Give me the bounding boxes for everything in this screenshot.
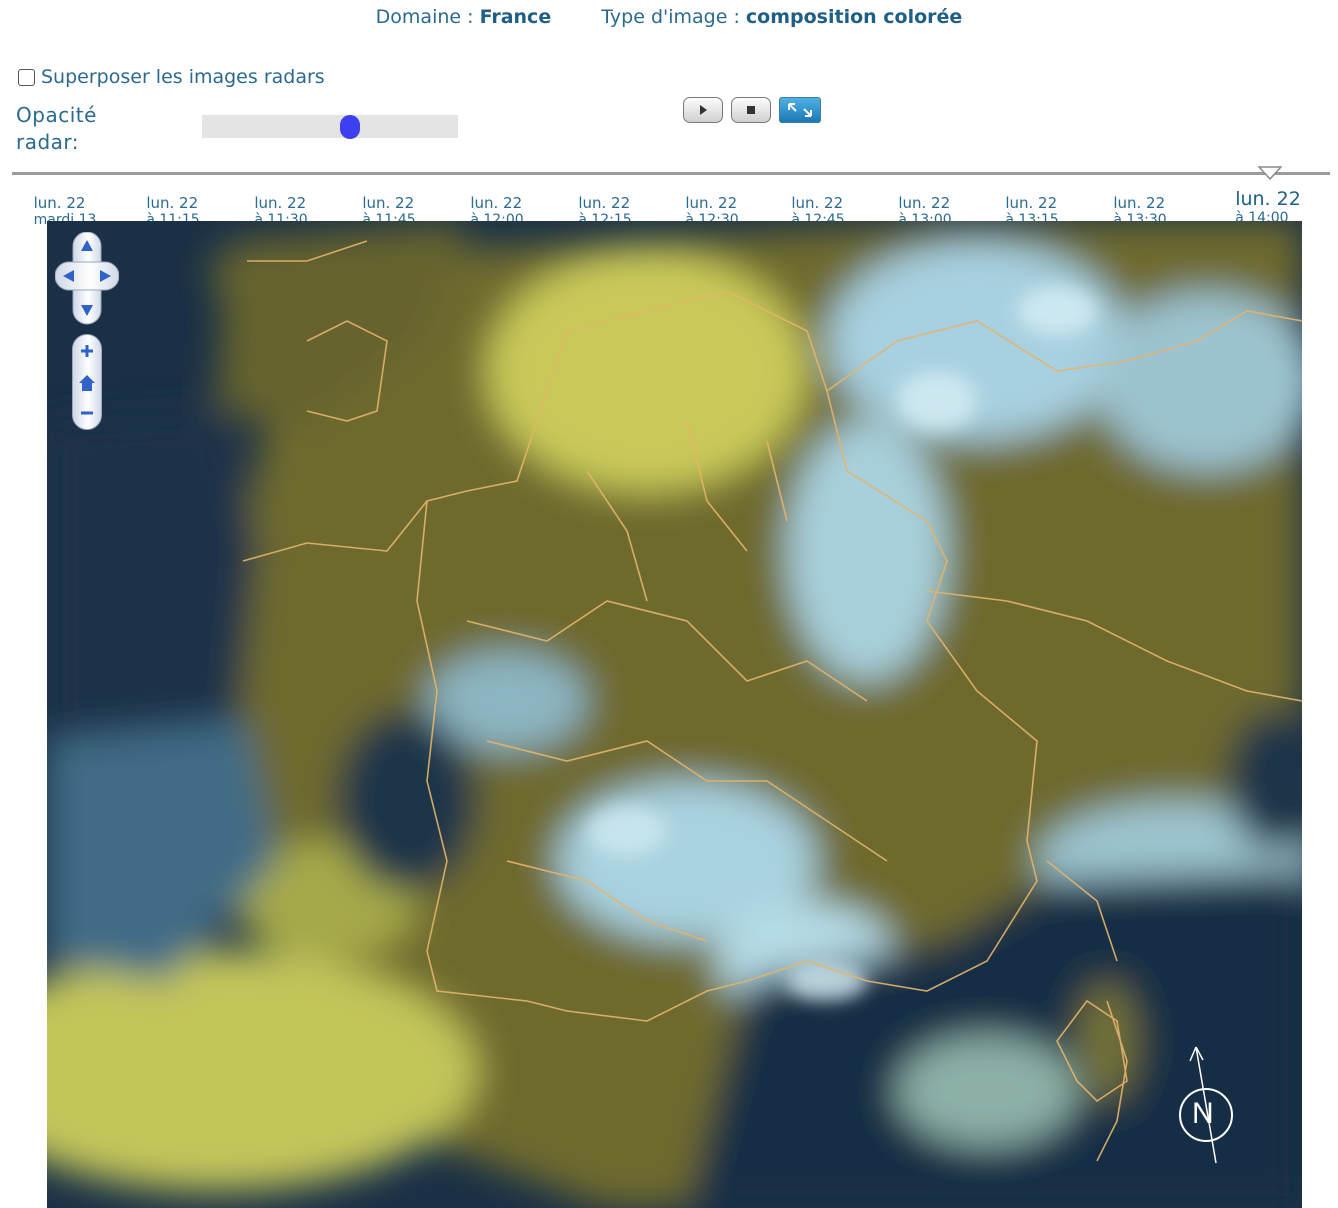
pan-up-icon[interactable] bbox=[79, 238, 95, 254]
north-arrow-icon bbox=[1179, 1046, 1233, 1164]
satellite-map[interactable] bbox=[47, 221, 1302, 1208]
radar-opacity-slider-thumb[interactable] bbox=[340, 115, 361, 139]
timeline-tick-day: lun. 22 bbox=[33, 194, 86, 212]
country-borders bbox=[242, 240, 1302, 1162]
minus-icon bbox=[81, 411, 93, 415]
timeline-tick-day: lun. 22 bbox=[470, 194, 523, 212]
satellite-image bbox=[47, 221, 1302, 1208]
radar-overlay-label: Superposer les images radars bbox=[41, 66, 325, 88]
info-header: Domaine : France Type d'image : composit… bbox=[0, 6, 1338, 28]
radar-overlay-option[interactable]: Superposer les images radars bbox=[18, 66, 325, 88]
reduce-window-icon bbox=[788, 103, 812, 117]
zoom-out-button[interactable] bbox=[73, 399, 101, 427]
timeline-cursor-icon[interactable] bbox=[1258, 166, 1282, 180]
plus-icon bbox=[81, 345, 93, 357]
radar-overlay-checkbox[interactable] bbox=[18, 68, 35, 86]
timeline-tick-day: lun. 22 bbox=[791, 194, 844, 212]
timeline-tick-current[interactable]: lun. 22 à 14:00 bbox=[1235, 188, 1301, 224]
radar-opacity-label: Opacité radar: bbox=[16, 102, 156, 156]
stop-icon bbox=[747, 106, 755, 114]
pan-down-icon[interactable] bbox=[79, 302, 95, 318]
timeline-tick-day: lun. 22 bbox=[254, 194, 307, 212]
play-icon bbox=[700, 105, 707, 115]
timeline-tick-day: lun. 22 bbox=[1005, 194, 1058, 212]
home-icon bbox=[79, 375, 95, 391]
radar-opacity-slider[interactable] bbox=[202, 115, 458, 139]
pan-left-icon[interactable] bbox=[61, 268, 77, 284]
timeline-tick-day: lun. 22 bbox=[898, 194, 951, 212]
image-type-info: Type d'image : composition colorée bbox=[601, 6, 962, 28]
zoom-home-button[interactable] bbox=[73, 369, 101, 397]
timeline-tick-time: à 14:00 bbox=[1235, 210, 1289, 224]
timeline-bar[interactable] bbox=[12, 172, 1330, 175]
timeline-tick-day: lun. 22 bbox=[146, 194, 199, 212]
map-zoom-control bbox=[72, 334, 102, 430]
timeline-tick-day: lun. 22 bbox=[362, 194, 415, 212]
map-pan-control bbox=[54, 231, 120, 332]
domain-label: Domaine : bbox=[375, 6, 474, 28]
pan-right-icon[interactable] bbox=[97, 268, 113, 284]
zoom-in-button[interactable] bbox=[73, 337, 101, 365]
image-type-value: composition colorée bbox=[745, 6, 963, 28]
timeline-tick-day: lun. 22 bbox=[685, 194, 738, 212]
animation-controls bbox=[683, 97, 821, 123]
reduce-window-button[interactable] bbox=[779, 97, 821, 123]
stop-button[interactable] bbox=[731, 97, 771, 123]
radar-opacity-label-line2: radar: bbox=[16, 130, 80, 154]
compass-label: N bbox=[1192, 1097, 1214, 1130]
timeline-tick-day: lun. 22 bbox=[1235, 188, 1301, 210]
compass: N bbox=[1170, 1045, 1250, 1169]
radar-opacity-label-line1: Opacité bbox=[16, 103, 97, 127]
domain-info: Domaine : France bbox=[376, 6, 552, 28]
timeline-tick-day: lun. 22 bbox=[578, 194, 631, 212]
domain-value: France bbox=[479, 6, 552, 28]
timeline-tick-day: lun. 22 bbox=[1113, 194, 1166, 212]
image-type-label: Type d'image : bbox=[601, 6, 740, 28]
play-button[interactable] bbox=[683, 97, 723, 123]
